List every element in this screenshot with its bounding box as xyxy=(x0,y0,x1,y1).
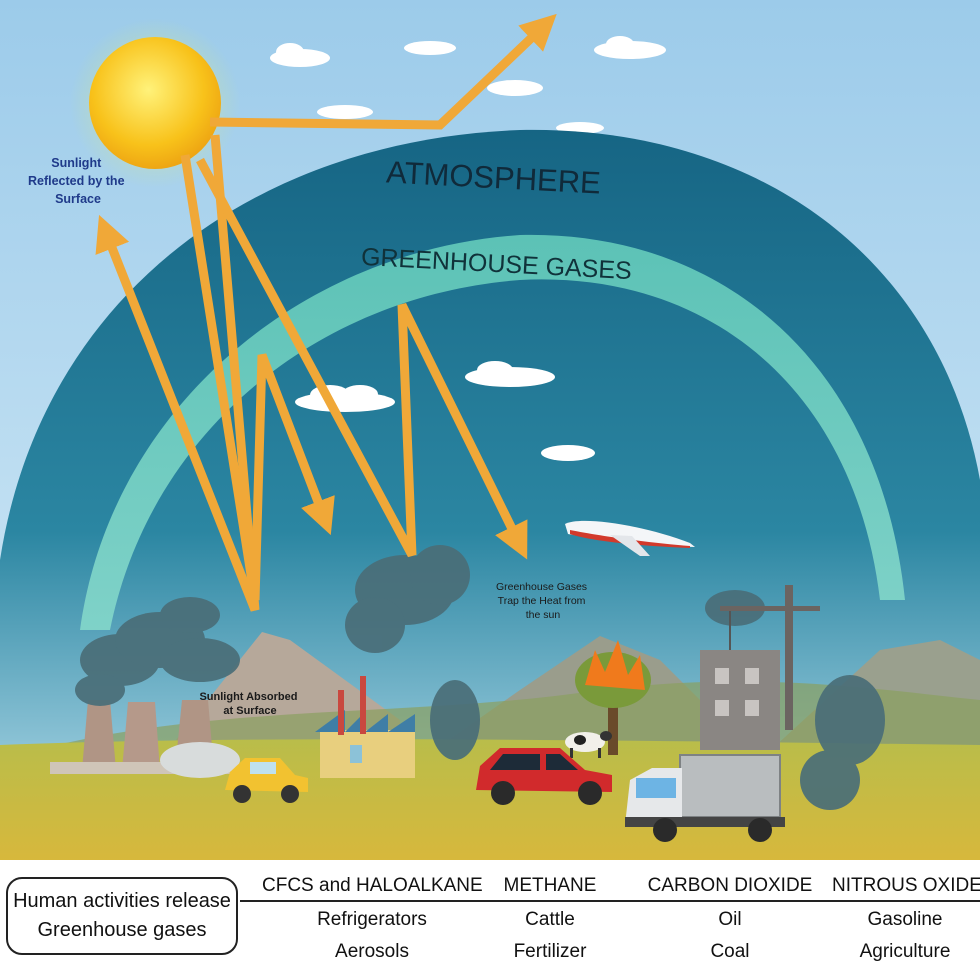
sunlight-arrows xyxy=(95,13,557,612)
source-heading: CFCS and HALOALKANE xyxy=(262,875,483,896)
source-panel: Human activities release Greenhouse gase… xyxy=(0,860,980,980)
human-activities-box: Human activities release Greenhouse gase… xyxy=(6,877,238,955)
truck xyxy=(625,754,785,842)
white-smoke xyxy=(160,742,240,778)
source-item: Gasoline xyxy=(867,909,943,930)
source-item: Coal xyxy=(710,941,750,962)
source-item: Agriculture xyxy=(859,941,951,962)
red-car xyxy=(476,748,612,805)
source-item: Refrigerators xyxy=(317,909,427,930)
human-box-line-1: Human activities release xyxy=(13,890,231,912)
source-item: Oil xyxy=(718,909,742,930)
arrow-reflected-to-space xyxy=(209,13,557,130)
burning-tree xyxy=(575,640,651,755)
sun xyxy=(89,37,221,169)
reflected-label: Sunlight Reflected by the Surface xyxy=(28,156,128,206)
header-divider xyxy=(240,900,980,902)
human-box-line-2: Greenhouse gases xyxy=(37,919,207,941)
source-heading: NITROUS OXIDE xyxy=(832,875,980,896)
source-heading: METHANE xyxy=(503,875,597,896)
source-methane: METHANE Cattle Fertilizer xyxy=(490,872,610,968)
construction-site xyxy=(700,585,820,750)
source-item: Fertilizer xyxy=(513,941,587,962)
source-item: Cattle xyxy=(525,909,575,930)
cow xyxy=(565,731,612,758)
factory xyxy=(315,676,415,778)
arrow-trapped-heat-left xyxy=(180,154,335,601)
source-nitrous-oxide: NITROUS OXIDE Gasoline Agriculture xyxy=(832,872,980,968)
airplane xyxy=(565,520,695,556)
arrow-reflected-by-surface xyxy=(95,134,260,612)
absorbed-label: Sunlight Absorbed at Surface xyxy=(199,691,300,717)
greenhouse-gas-band xyxy=(80,234,905,630)
source-heading: CARBON DIOXIDE xyxy=(647,875,813,896)
source-cfcs: CFCS and HALOALKANE Refrigerators Aeroso… xyxy=(262,872,483,968)
sky-clouds xyxy=(270,36,666,134)
yellow-car xyxy=(225,758,308,803)
source-item: Aerosols xyxy=(335,941,409,962)
greenhouse-scene: ATMOSPHERE GREENHOUSE GASES Sunlight Ref… xyxy=(0,0,980,860)
smoke-clouds xyxy=(75,545,885,810)
source-carbon-dioxide: CARBON DIOXIDE Oil Coal xyxy=(640,872,820,968)
arrow-trapped-heat-right xyxy=(196,157,528,560)
trap-label: Greenhouse Gases Trap the Heat from the … xyxy=(496,581,590,621)
